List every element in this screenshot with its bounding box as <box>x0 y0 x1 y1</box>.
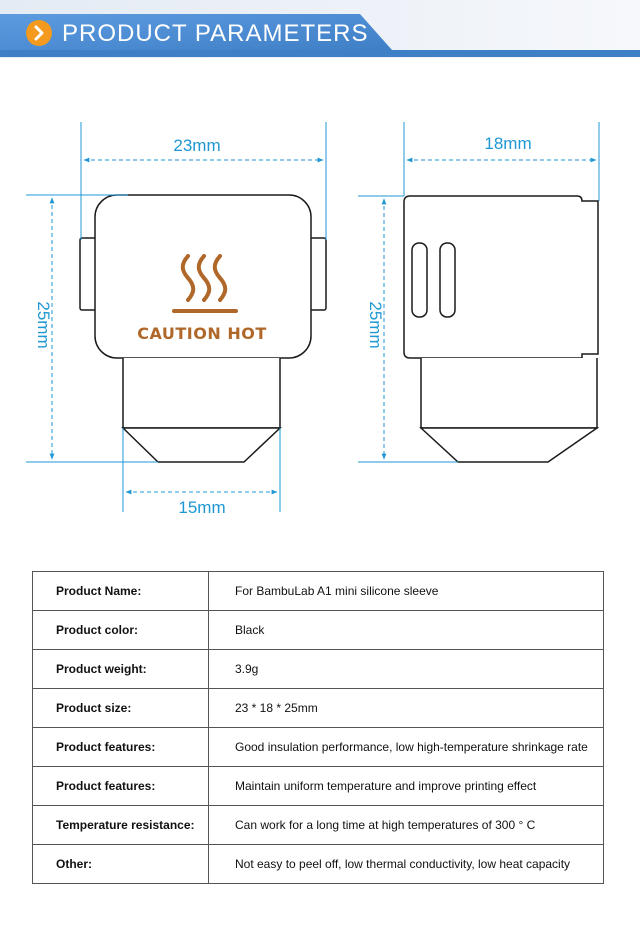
spec-table: Product Name: For BambuLab A1 mini silic… <box>32 571 604 884</box>
side-nozzle-tip <box>419 427 600 463</box>
header-banner: PRODUCT PARAMETERS <box>0 0 640 62</box>
side-width-label: 18mm <box>484 134 531 153</box>
heat-waves-icon <box>172 254 238 313</box>
bottom-width-label: 15mm <box>178 498 225 517</box>
front-width-label: 23mm <box>173 136 220 155</box>
table-row: Product features: Maintain uniform tempe… <box>32 766 604 806</box>
spec-label: Temperature resistance: <box>32 805 209 845</box>
chevron-right-icon <box>26 20 52 46</box>
table-row: Product weight: 3.9g <box>32 649 604 689</box>
front-nozzle-tip <box>121 427 282 463</box>
spec-value: Black <box>208 610 604 650</box>
side-body <box>403 195 599 359</box>
side-nozzle-sleeve <box>420 358 598 429</box>
front-nozzle-sleeve <box>122 358 281 429</box>
spec-label: Product features: <box>32 766 209 806</box>
spec-label: Product color: <box>32 610 209 650</box>
banner-background <box>0 0 640 58</box>
table-row: Product size: 23 * 18 * 25mm <box>32 688 604 728</box>
table-row: Other: Not easy to peel off, low thermal… <box>32 844 604 884</box>
spec-value: Maintain uniform temperature and improve… <box>208 766 604 806</box>
dimension-diagram: CAUTION HOT 23mm 18mm 25mm 25mm 15mm <box>26 122 600 517</box>
front-height-label: 25mm <box>34 301 53 348</box>
caution-label: CAUTION HOT <box>137 324 266 343</box>
spec-value: 3.9g <box>208 649 604 689</box>
side-slot-left <box>411 242 428 318</box>
table-row: Temperature resistance: Can work for a l… <box>32 805 604 845</box>
spec-label: Product Name: <box>32 571 209 611</box>
front-left-tab <box>79 237 97 311</box>
spec-label: Product size: <box>32 688 209 728</box>
dimension-lines <box>26 122 600 512</box>
page-title: PRODUCT PARAMETERS <box>62 20 369 47</box>
spec-label: Product weight: <box>32 649 209 689</box>
spec-label: Product features: <box>32 727 209 767</box>
spec-value: Not easy to peel off, low thermal conduc… <box>208 844 604 884</box>
side-height-label: 25mm <box>366 301 385 348</box>
table-row: Product Name: For BambuLab A1 mini silic… <box>32 571 604 611</box>
front-right-tab <box>309 237 327 311</box>
side-view <box>403 195 600 463</box>
spec-value: For BambuLab A1 mini silicone sleeve <box>208 571 604 611</box>
table-row: Product features: Good insulation perfor… <box>32 727 604 767</box>
table-row: Product color: Black <box>32 610 604 650</box>
spec-value: Can work for a long time at high tempera… <box>208 805 604 845</box>
side-slot-right <box>439 242 456 318</box>
spec-label: Other: <box>32 844 209 884</box>
spec-value: 23 * 18 * 25mm <box>208 688 604 728</box>
spec-value: Good insulation performance, low high-te… <box>208 727 604 767</box>
